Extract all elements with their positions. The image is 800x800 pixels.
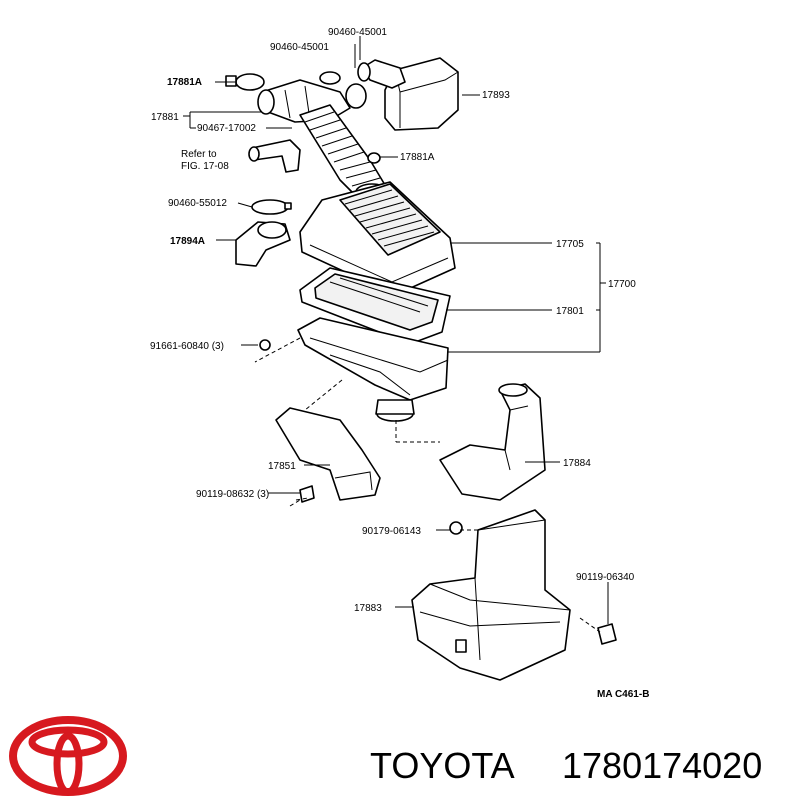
bolt-91661-60840 [259,339,271,351]
label-90467-17002: 90467-17002 [197,123,256,134]
label-17705: 17705 [556,239,584,250]
label-17881a-top: 17881A [167,77,202,88]
resonator-17893 [357,57,459,131]
label-17801: 17801 [556,306,584,317]
label-refer-line1: Refer to [181,149,217,160]
label-17883: 17883 [354,603,382,614]
label-17881a-mid: 17881A [400,152,435,163]
resonator-box-17883 [411,509,571,681]
label-17851: 17851 [268,461,296,472]
label-90460-45001-top: 90460-45001 [328,27,387,38]
label-90179-06143: 90179-06143 [362,526,421,537]
nut-90179-06143 [449,521,463,535]
label-91661-60840: 91661-60840 (3) [150,341,224,352]
footer-brand: TOYOTA [370,745,515,786]
label-17894a: 17894A [170,236,205,247]
bolt-90119-06340 [597,623,617,645]
hose-17894a [235,221,291,267]
bolt-90119-08632 [299,485,315,503]
toyota-logo-icon [9,716,127,796]
label-17893: 17893 [482,90,510,101]
label-diagram-code: MA C461-B [597,689,649,700]
label-17884: 17884 [563,458,591,469]
label-90119-08632: 90119-08632 (3) [196,489,269,500]
bracket-17851 [275,407,381,501]
clamp-17881a-top [225,73,265,91]
air-cleaner-case [297,317,449,422]
leader-lines [183,36,609,633]
footer-part-number: 1780174020 [562,745,762,786]
pcv-hose [248,139,301,173]
label-17700: 17700 [608,279,636,290]
intake-duct-17884 [439,383,546,501]
label-90460-55012: 90460-55012 [168,198,227,209]
air-cleaner-cap-17705 [299,181,456,296]
label-90119-06340: 90119-06340 [576,572,635,583]
label-17881: 17881 [151,112,179,123]
clamp-90460-55012 [251,199,292,215]
label-90460-45001-mid: 90460-45001 [270,42,329,53]
clamp-17881a-mid [367,152,381,164]
label-refer-line2: FIG. 17-08 [181,161,229,172]
air-filter-element-17801 [299,267,451,345]
